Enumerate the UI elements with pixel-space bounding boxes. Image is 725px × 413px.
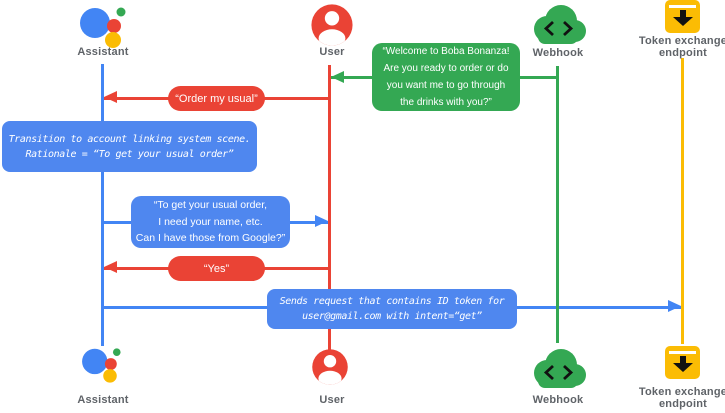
arrowhead-right-icon <box>668 300 681 312</box>
token-endpoint-download-icon <box>665 0 700 33</box>
note-text: Transition to account linking system sce… <box>8 133 251 145</box>
slot-line <box>669 351 696 354</box>
message-bubble-order-my-usual: “Order my usual” <box>168 86 265 111</box>
note-bubble-transition: Transition to account linking system sce… <box>2 121 257 172</box>
assistant-label: Assistant <box>77 394 129 406</box>
message-bubble-welcome: “Welcome to Boba Bonanza! Are you ready … <box>372 43 520 111</box>
user-icon <box>311 348 349 391</box>
message-text: “To get your usual order, <box>153 199 268 212</box>
message-text: Are you ready to order or do <box>383 63 509 74</box>
token-endpoint-lifeline <box>681 58 684 344</box>
user-label: User <box>319 394 345 406</box>
assistant-lifeline <box>101 64 104 346</box>
google-assistant-icon <box>77 342 121 391</box>
user-label: User <box>319 46 345 58</box>
message-bubble-send-request: Sends request that contains ID token for… <box>267 289 517 329</box>
message-text: user@gmail.com with intent=“get” <box>302 311 482 322</box>
message-text: Sends request that contains ID token for <box>279 296 505 307</box>
token-label-line: endpoint <box>658 398 708 410</box>
arrowhead-left-icon <box>104 91 117 103</box>
download-arrow-icon <box>672 363 693 372</box>
arrowhead-left-icon <box>104 261 117 273</box>
webhook-cloud-code-icon <box>528 0 588 51</box>
webhook-label: Webhook <box>532 47 584 59</box>
message-text: “Yes” <box>203 262 230 275</box>
message-text: I need your name, etc. <box>158 215 263 228</box>
download-arrow-icon <box>672 17 693 26</box>
message-text: the drinks with you?” <box>400 97 492 108</box>
message-bubble-ask-google-data: “To get your usual order, I need your na… <box>131 196 290 248</box>
message-bubble-yes: “Yes” <box>168 256 265 281</box>
message-text: you want me to go through <box>386 80 506 91</box>
token-endpoint-label: Token exchange endpoint <box>638 35 725 59</box>
token-label-line: Token exchange <box>638 35 725 47</box>
token-label-line: Token exchange <box>638 386 725 398</box>
webhook-cloud-code-icon <box>528 344 588 395</box>
user-icon <box>310 3 354 52</box>
message-text: “Welcome to Boba Bonanza! <box>382 46 510 57</box>
download-arrow-icon <box>679 356 686 364</box>
token-endpoint-download-icon <box>665 346 700 379</box>
webhook-lifeline <box>556 66 559 343</box>
assistant-label: Assistant <box>77 46 129 58</box>
arrowhead-left-icon <box>331 71 344 83</box>
token-label-line: endpoint <box>658 47 708 59</box>
token-endpoint-label: Token exchange endpoint <box>638 386 725 410</box>
download-arrow-icon <box>679 10 686 18</box>
note-text: Rationale = “To get your usual order” <box>25 148 234 160</box>
google-assistant-icon <box>74 0 126 57</box>
slot-line <box>669 5 696 8</box>
webhook-label: Webhook <box>532 394 584 406</box>
message-text: “Order my usual” <box>175 92 258 105</box>
user-lifeline <box>328 65 331 350</box>
arrowhead-right-icon <box>315 215 328 227</box>
message-text: Can I have those from Google?” <box>135 232 286 245</box>
